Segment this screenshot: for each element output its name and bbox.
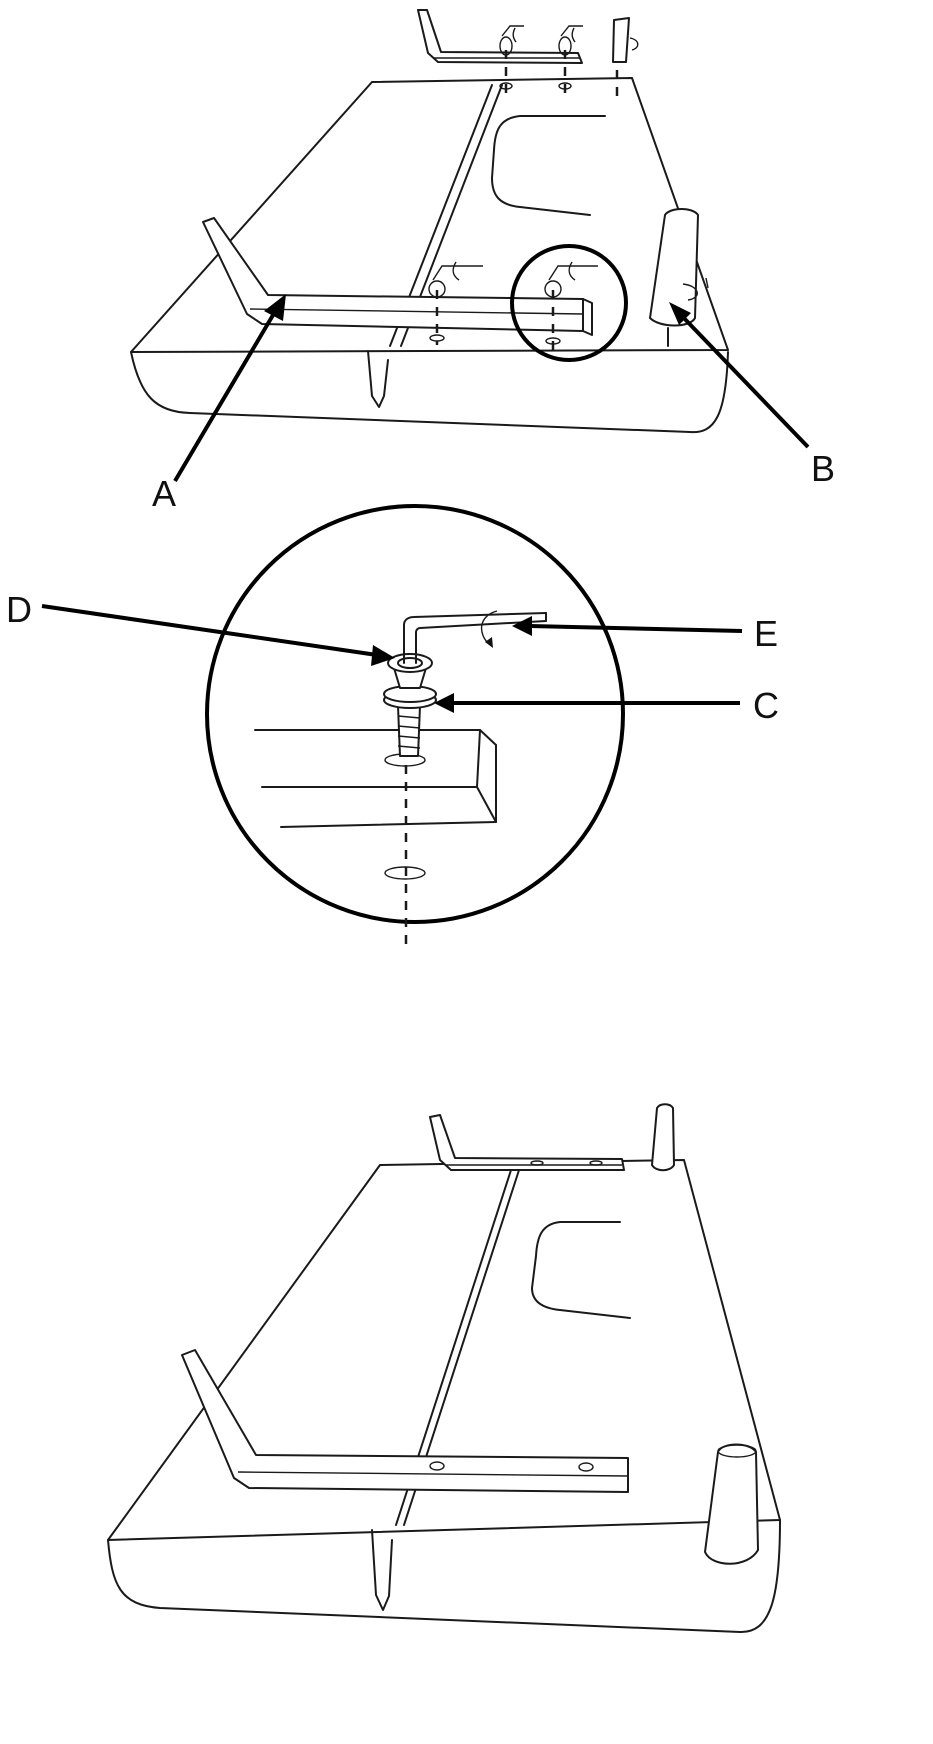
spool-pin-assembled xyxy=(704,1443,759,1565)
spool-pin xyxy=(649,208,709,347)
label-b: B xyxy=(811,448,835,489)
rear-bracket xyxy=(417,9,639,98)
detail-circle xyxy=(205,504,625,924)
label-d: D xyxy=(6,589,32,630)
label-c: C xyxy=(753,685,779,726)
rear-spool-pin-assembled xyxy=(651,1103,675,1172)
arrow-head-e xyxy=(512,616,532,636)
machine-bed-assembled xyxy=(107,1159,781,1634)
label-a: A xyxy=(152,473,176,514)
arrow-head-d xyxy=(371,645,395,666)
figure-1-exploded-view xyxy=(130,9,810,483)
detail-callout-circle xyxy=(510,244,628,362)
callout-arrow-e xyxy=(529,624,743,633)
callout-arrow-a xyxy=(173,308,278,483)
arrow-head-a xyxy=(264,294,286,321)
arrow-head-b xyxy=(669,302,691,325)
hex-key xyxy=(403,610,547,664)
screw-assembly xyxy=(383,653,437,757)
arrow-head-c xyxy=(434,693,454,713)
rear-bracket-assembled xyxy=(429,1114,625,1171)
label-e: E xyxy=(754,613,778,654)
bracket-section xyxy=(254,729,497,950)
front-bracket xyxy=(202,217,598,355)
callout-arrow-b xyxy=(678,312,810,449)
front-bracket-assembled xyxy=(181,1349,629,1493)
figure-2-detail-view xyxy=(41,504,743,950)
figure-3-assembled-view xyxy=(107,1103,781,1634)
callout-arrow-d xyxy=(41,604,378,657)
